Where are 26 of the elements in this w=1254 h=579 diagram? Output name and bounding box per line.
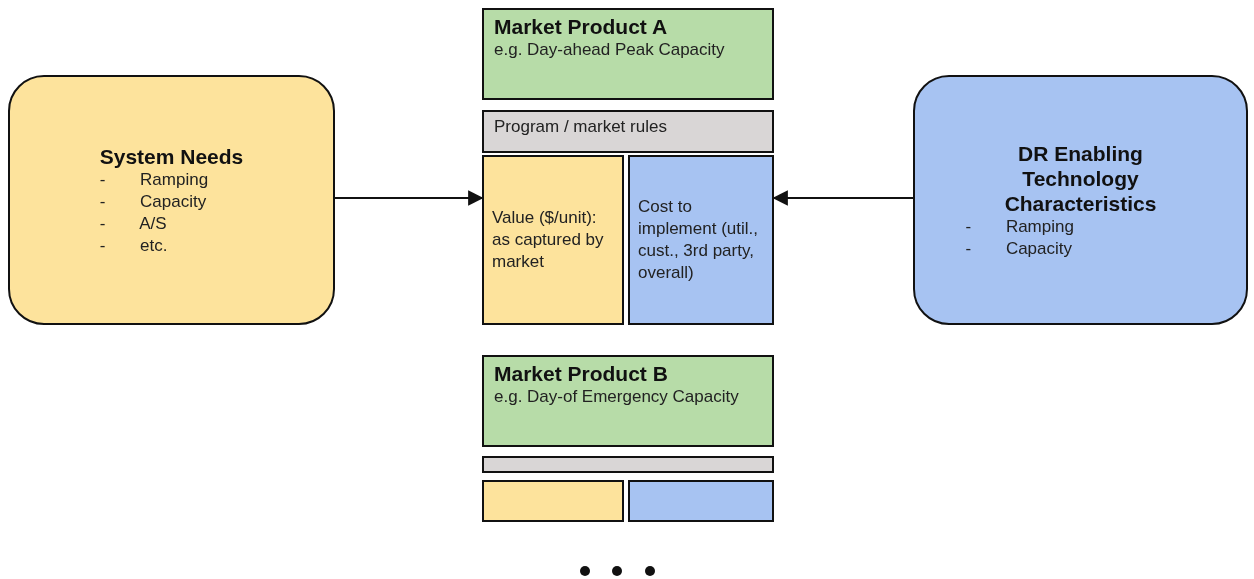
box-heading: System Needs <box>99 143 244 169</box>
list-item: - Ramping <box>99 168 210 191</box>
rounded-box <box>913 75 1248 325</box>
list-item: - etc. <box>99 234 169 257</box>
empty-bar <box>482 456 774 473</box>
box-text: e.g. Day-ahead Peak Capacity <box>494 39 726 61</box>
text-box <box>482 355 774 447</box>
arrow <box>335 190 484 206</box>
text-box <box>482 8 774 100</box>
empty-box <box>628 480 774 522</box>
empty-box <box>482 480 624 522</box>
text-box <box>482 155 624 325</box>
box-text: Cost to implement (util., cust., 3rd party, overall) <box>638 196 759 284</box>
list-item: - Capacity <box>99 190 208 213</box>
rounded-box <box>8 75 335 325</box>
box-text: Value ($/unit): as captured by market <box>492 207 605 273</box>
text-box <box>628 155 774 325</box>
box-heading: DR Enabling Technology Characteristics <box>1003 140 1158 216</box>
box-text: e.g. Day-of Emergency Capacity <box>494 386 740 408</box>
box-text: Program / market rules <box>494 116 668 138</box>
box-heading: Market Product A <box>494 14 669 39</box>
list-item: - A/S <box>99 212 168 235</box>
list-item: - Capacity <box>965 237 1074 260</box>
list-item: - Ramping <box>965 215 1075 238</box>
rules-bar <box>482 110 774 153</box>
box-heading: Market Product B <box>494 361 669 386</box>
